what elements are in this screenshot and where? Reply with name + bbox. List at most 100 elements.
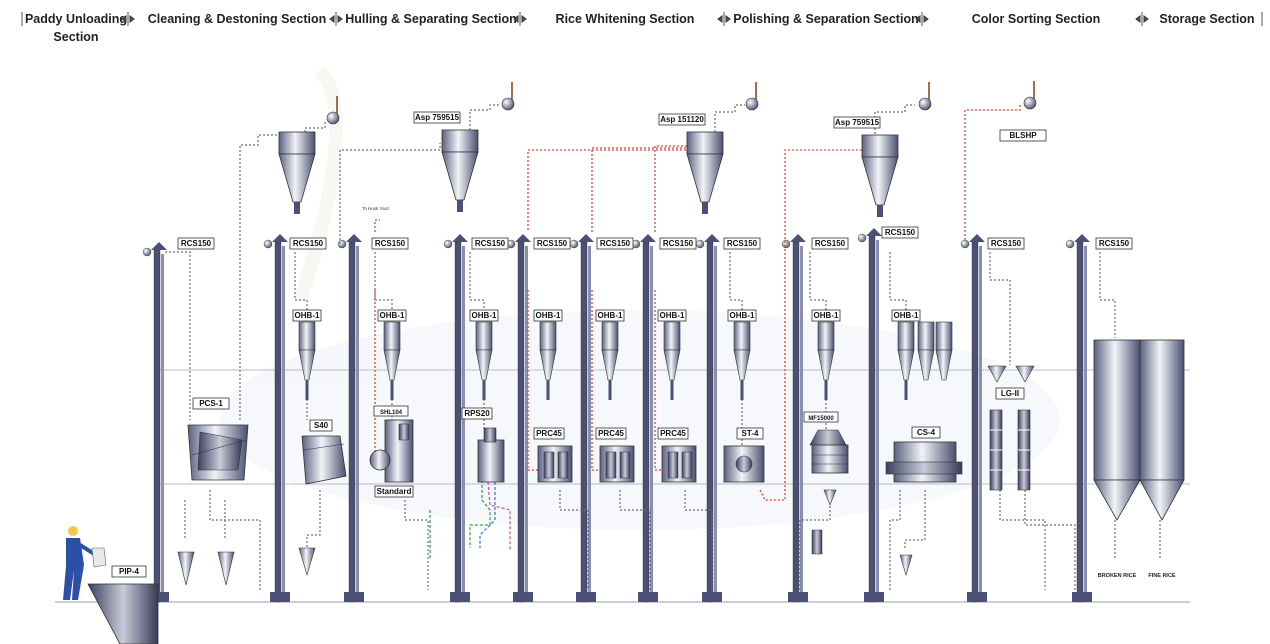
grader-label: MF15000: [808, 416, 834, 422]
bucket-elevator: [569, 234, 596, 603]
silo-label-fine-rice: FINE RICE: [1148, 573, 1176, 579]
elevator-label-text: RCS150: [885, 228, 916, 237]
aspiration-lines: [304, 104, 915, 142]
bucket-elevator: [263, 234, 290, 603]
color-sorter-label: CS-4: [917, 428, 936, 437]
rice-whiteners: PRC45 PRC45 PRC45: [533, 427, 697, 483]
fan-icon: [326, 96, 340, 125]
surge-bin: OHB-1: [377, 309, 407, 400]
fan-label-text: BLSHP: [1009, 131, 1037, 140]
elevator-label-text: RCS150: [600, 239, 631, 248]
conveying-lines-red: [374, 103, 1021, 501]
separator-label: RPS20: [464, 409, 490, 418]
cyclone-separators: Asp 759515 Asp 151120 Asp 759515: [278, 111, 899, 217]
section-title-hulling-separating: Hulling & Separating Section: [345, 12, 517, 26]
section-title-color-sorting: Color Sorting Section: [971, 12, 1101, 26]
grader-mf15000: MF15000: [803, 411, 849, 555]
fan-label: BLSHP: [999, 129, 1047, 142]
elevator-label: RCS150: [177, 237, 215, 250]
aspiration-fans: BLSHP: [326, 81, 1047, 142]
surge-bin: OHB-1: [595, 309, 625, 400]
surge-bin-label: OHB-1: [380, 311, 405, 320]
bucket-elevator: [781, 234, 808, 603]
surge-bin-label: OHB-1: [894, 311, 919, 320]
surge-bin: OHB-1: [891, 309, 921, 400]
section-title-storage: Storage Section: [1159, 12, 1255, 26]
silo-label-broken-rice: BROKEN RICE: [1098, 573, 1137, 579]
elevator-label: RCS150: [471, 237, 509, 250]
section-divider: [717, 12, 731, 26]
pre-cleaner-label: PCS-1: [199, 399, 223, 408]
polisher-label: ST-4: [742, 429, 759, 438]
section-divider: [513, 12, 527, 26]
paddy-separator-rps20: RPS20: [461, 407, 505, 483]
conveying-lines-grey: [165, 134, 1161, 590]
whitener: PRC45: [595, 427, 635, 483]
elevator-label-text: RCS150: [475, 239, 506, 248]
bucket-elevator: [695, 234, 722, 603]
section-title-cleaning-destoning: Cleaning & Destoning Section: [147, 12, 327, 26]
whitener: PRC45: [657, 427, 697, 483]
elevator-label-text: RCS150: [293, 239, 324, 248]
elevator-label-text: RCS150: [663, 239, 694, 248]
section-divider: [121, 12, 135, 26]
background-watermark: [220, 65, 1060, 530]
elevator-label: RCS150: [533, 237, 571, 250]
elevator-label: RCS150: [987, 237, 1025, 250]
elevator-label: RCS150: [371, 237, 409, 250]
whitener-label: PRC45: [598, 429, 624, 438]
husk-yard-note: To Husk Yard: [362, 206, 389, 211]
bucket-elevator: [857, 228, 884, 603]
surge-bin: OHB-1: [533, 309, 563, 400]
cyclone: [278, 131, 316, 214]
bucket-elevator: [443, 234, 470, 603]
surge-bin: OHB-1: [469, 309, 499, 400]
intake-label: PIP-4: [119, 567, 140, 576]
surge-bin: OHB-1: [292, 309, 322, 400]
cyclone-label: Asp 759515: [835, 118, 880, 127]
surge-bin-label: OHB-1: [730, 311, 755, 320]
elevator-label: RCS150: [881, 226, 919, 239]
length-grader-label: LG-II: [1001, 389, 1019, 398]
husker-variant-label: Standard: [377, 487, 412, 496]
elevator-label-text: RCS150: [375, 239, 406, 248]
surge-bin-label: OHB-1: [295, 311, 320, 320]
pre-cleaner-pcs-1: PCS-1: [187, 397, 249, 481]
surge-bin: [935, 321, 953, 381]
surge-bin: OHB-1: [657, 309, 687, 400]
whitener: PRC45: [533, 427, 573, 483]
husker-shl104: SHL104 Standard: [369, 405, 414, 498]
by-product-hoppers: [177, 547, 316, 586]
bucket-elevator: [142, 242, 169, 603]
section-title-paddy-unloading: Paddy Unloading Section: [24, 12, 128, 44]
fan-icon: [1023, 81, 1037, 110]
paddy-intake-hopper: PIP-4: [87, 565, 159, 644]
surge-bin: OHB-1: [727, 309, 757, 400]
whitener-label: PRC45: [660, 429, 686, 438]
elevator-label: RCS150: [596, 237, 634, 250]
color-sorter-cs-4: CS-4: [885, 426, 963, 577]
section-divider: [329, 12, 343, 26]
fan-icon: [918, 82, 932, 111]
elevator-label-text: RCS150: [815, 239, 846, 248]
elevator-label: RCS150: [289, 237, 327, 250]
cyclone: Asp 151120: [658, 113, 724, 214]
worker-icon: [63, 526, 107, 600]
surge-bin-label: OHB-1: [472, 311, 497, 320]
bucket-elevators: [142, 228, 1092, 603]
section-divider: [1135, 12, 1149, 26]
bucket-elevator: [960, 234, 987, 603]
elevator-label: RCS150: [811, 237, 849, 250]
side-product-lines: [429, 480, 511, 560]
elevator-label: RCS150: [1095, 237, 1133, 250]
cyclone: Asp 759515: [413, 111, 479, 212]
surge-bins: OHB-1 OHB-1 OHB-1 OHB-1 OHB-1 OHB-1 OHB-1 OHB-1…: [292, 309, 953, 400]
cyclone: Asp 759515: [833, 116, 899, 217]
surge-bin-label: OHB-1: [598, 311, 623, 320]
surge-bin: [917, 321, 935, 381]
elevator-label-text: RCS150: [181, 239, 212, 248]
bucket-elevator: [1065, 234, 1092, 603]
